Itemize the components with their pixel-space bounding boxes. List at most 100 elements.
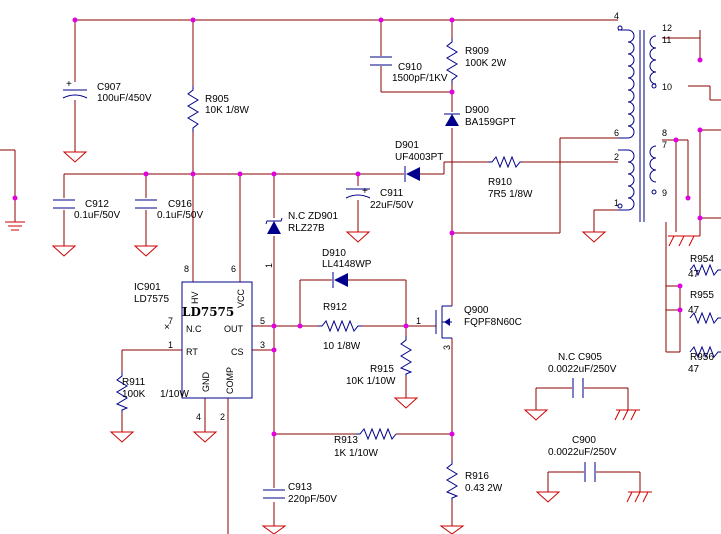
r910-resistor[interactable]: [488, 155, 522, 169]
ground-c911: [345, 231, 371, 243]
c912-capacitor[interactable]: [53, 199, 75, 209]
chassis-ground-c905: [614, 409, 640, 421]
c905-value: 0.0022uF/250V: [548, 364, 617, 375]
ic-pin-gnd-label: GND: [201, 372, 211, 393]
r912-resistor[interactable]: [318, 319, 362, 333]
r916-ref: R916: [465, 471, 489, 482]
d900-ref: D900: [465, 105, 489, 116]
c900-value: 0.0022uF/250V: [548, 447, 617, 458]
q900-source-pin: 3: [442, 345, 452, 350]
ground-ic: [192, 431, 218, 443]
ic-pin-nc-label: N.C: [186, 324, 202, 334]
r909-ref: R909: [465, 46, 489, 57]
r911-resistor[interactable]: [115, 372, 129, 412]
c912-ref: C912: [85, 199, 109, 210]
r909-value: 100K 2W: [465, 58, 507, 69]
r909-resistor[interactable]: [446, 38, 458, 84]
ground-c916: [133, 245, 159, 257]
wires: [0, 19, 721, 534]
r905-ref: R905: [205, 94, 229, 105]
c900-capacitor[interactable]: [584, 462, 596, 482]
ground-symbols: [5, 151, 700, 534]
r954-resistor[interactable]: [689, 263, 721, 277]
ic-pin-rt-label: RT: [186, 347, 198, 357]
r956-value: 47: [688, 364, 700, 375]
c907-capacitor[interactable]: +: [62, 79, 88, 99]
chassis-ground-right: [668, 235, 700, 247]
r955-ref: R955: [690, 290, 714, 301]
r913-ref: R913: [334, 435, 358, 446]
r905-value: 10K 1/8W: [205, 105, 249, 116]
c907-ref: C907: [97, 82, 121, 93]
r915-value: 10K 1/10W: [346, 376, 396, 387]
chassis-ground-c900: [626, 491, 652, 503]
c907-polarity: +: [66, 79, 72, 90]
r913-value: 1K 1/10W: [334, 448, 378, 459]
c913-value: 220pF/50V: [288, 494, 337, 505]
d900-value: BA159GPT: [465, 117, 516, 128]
r911-power: 1/10W: [160, 389, 189, 400]
tx-pin-2: 2: [614, 152, 619, 162]
c916-ref: C916: [168, 199, 192, 210]
ground-c913: [261, 525, 287, 534]
ground-transformer: [581, 231, 607, 243]
ground-c907: [62, 151, 88, 163]
r954-value: 47: [688, 269, 700, 280]
c916-capacitor[interactable]: [135, 199, 157, 209]
r905-resistor[interactable]: [187, 86, 199, 132]
ground-r911: [109, 431, 135, 443]
nc-marker: ×: [164, 322, 170, 333]
c911-polarity: +: [362, 186, 368, 197]
ic-pin-out-label: OUT: [224, 324, 244, 334]
c912-value: 0.1uF/50V: [74, 210, 120, 221]
c913-ref: C913: [288, 482, 312, 493]
ic-pin-hv-label: HV: [190, 291, 200, 304]
r915-resistor[interactable]: [399, 336, 413, 376]
c910-capacitor[interactable]: [370, 56, 392, 66]
r916-value: 0.43 2W: [465, 483, 503, 494]
c910-value: 1500pF/1KV: [392, 73, 448, 84]
tx-pin-12: 12: [662, 23, 672, 33]
r956-resistor[interactable]: [689, 345, 721, 359]
zd901-zener[interactable]: [265, 217, 283, 234]
ic-pin-comp-label: COMP: [225, 367, 235, 394]
tx-pin-6: 6: [614, 128, 619, 138]
ic901-chip[interactable]: [181, 281, 253, 399]
tx-pin-4: 4: [614, 11, 619, 21]
d901-value: UF4003PT: [395, 152, 443, 163]
transformer[interactable]: [617, 25, 657, 222]
c911-value: 22uF/50V: [370, 200, 414, 211]
d901-diode[interactable]: [404, 166, 420, 182]
d910-diode[interactable]: [332, 272, 348, 288]
d910-ref: D910: [322, 248, 346, 259]
r910-ref: R910: [488, 177, 512, 188]
tx-pin-9: 9: [662, 188, 667, 198]
r911-value: 100K: [122, 389, 146, 400]
ground-c912: [51, 245, 77, 257]
d901-ref: D901: [395, 140, 419, 151]
r954-ref: R954: [690, 254, 714, 265]
d900-diode[interactable]: [444, 113, 460, 126]
ic901-value: LD7575: [134, 294, 169, 305]
component-labels: C907 100uF/450V R905 10K 1/8W C910 1500p…: [74, 46, 714, 505]
ground-r916: [439, 525, 465, 534]
transformer-pin-labels: 4 6 2 1 12 11 10 8 7 9: [614, 11, 672, 208]
r916-resistor[interactable]: [445, 460, 459, 500]
c911-capacitor[interactable]: +: [345, 186, 371, 199]
q900-ref: Q900: [464, 305, 489, 316]
ic901-pin-labels: LD7575 HV VCC N.C OUT RT CS GND COMP 8 6…: [164, 264, 265, 422]
tx-pin-11: 11: [662, 35, 671, 45]
d910-value: LL4148WP: [322, 259, 372, 270]
r955-resistor[interactable]: [689, 311, 721, 325]
c905-capacitor[interactable]: [572, 378, 584, 398]
zd901-pin: 1: [264, 263, 274, 268]
q900-mosfet[interactable]: [435, 305, 452, 339]
c913-capacitor[interactable]: [263, 489, 285, 499]
zd901-ref: N.C ZD901: [288, 211, 338, 222]
r913-resistor[interactable]: [356, 427, 397, 441]
ground-c905-left: [523, 409, 549, 421]
c910-ref: C910: [398, 62, 422, 73]
r956-ref: R956: [690, 352, 714, 363]
c916-value: 0.1uF/50V: [157, 210, 203, 221]
ic-pin-vcc-label: VCC: [236, 288, 246, 308]
